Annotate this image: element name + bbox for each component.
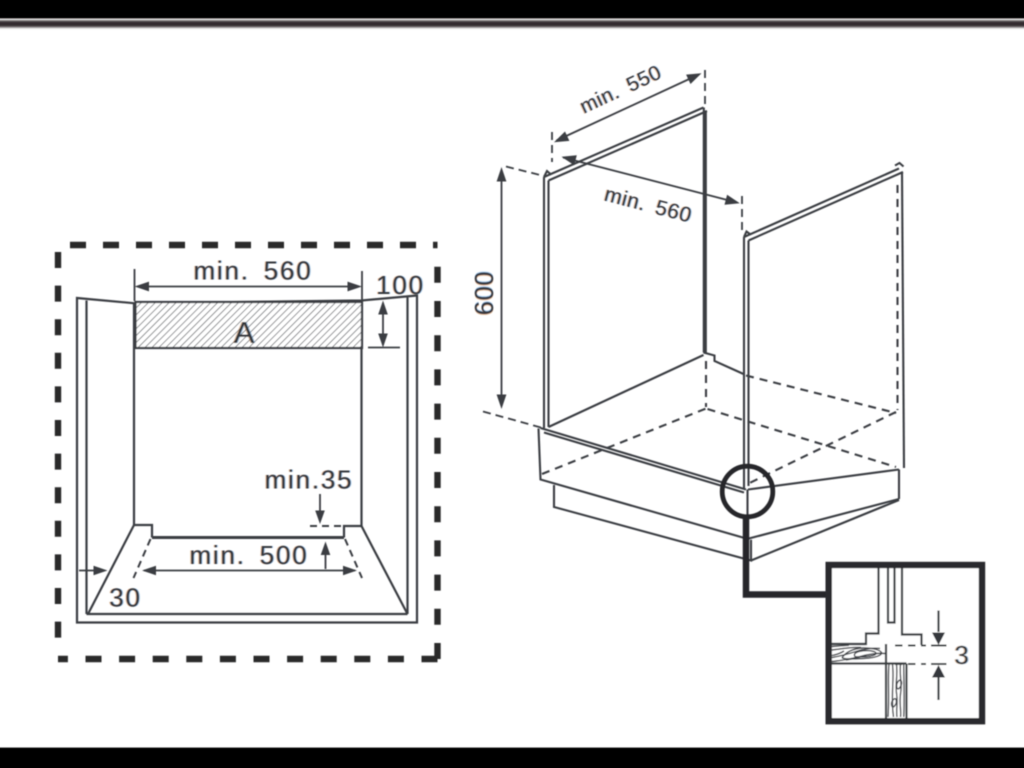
svg-text:min. 560: min. 560 (193, 256, 312, 286)
svg-text:100: 100 (376, 270, 425, 300)
svg-text:min. 560: min. 560 (602, 183, 694, 228)
svg-text:30: 30 (109, 583, 142, 613)
svg-text:min. 500: min. 500 (189, 540, 308, 570)
svg-text:min.35: min.35 (265, 465, 354, 495)
svg-text:3: 3 (954, 640, 970, 670)
svg-text:600: 600 (471, 271, 499, 315)
svg-text:A: A (234, 315, 256, 350)
